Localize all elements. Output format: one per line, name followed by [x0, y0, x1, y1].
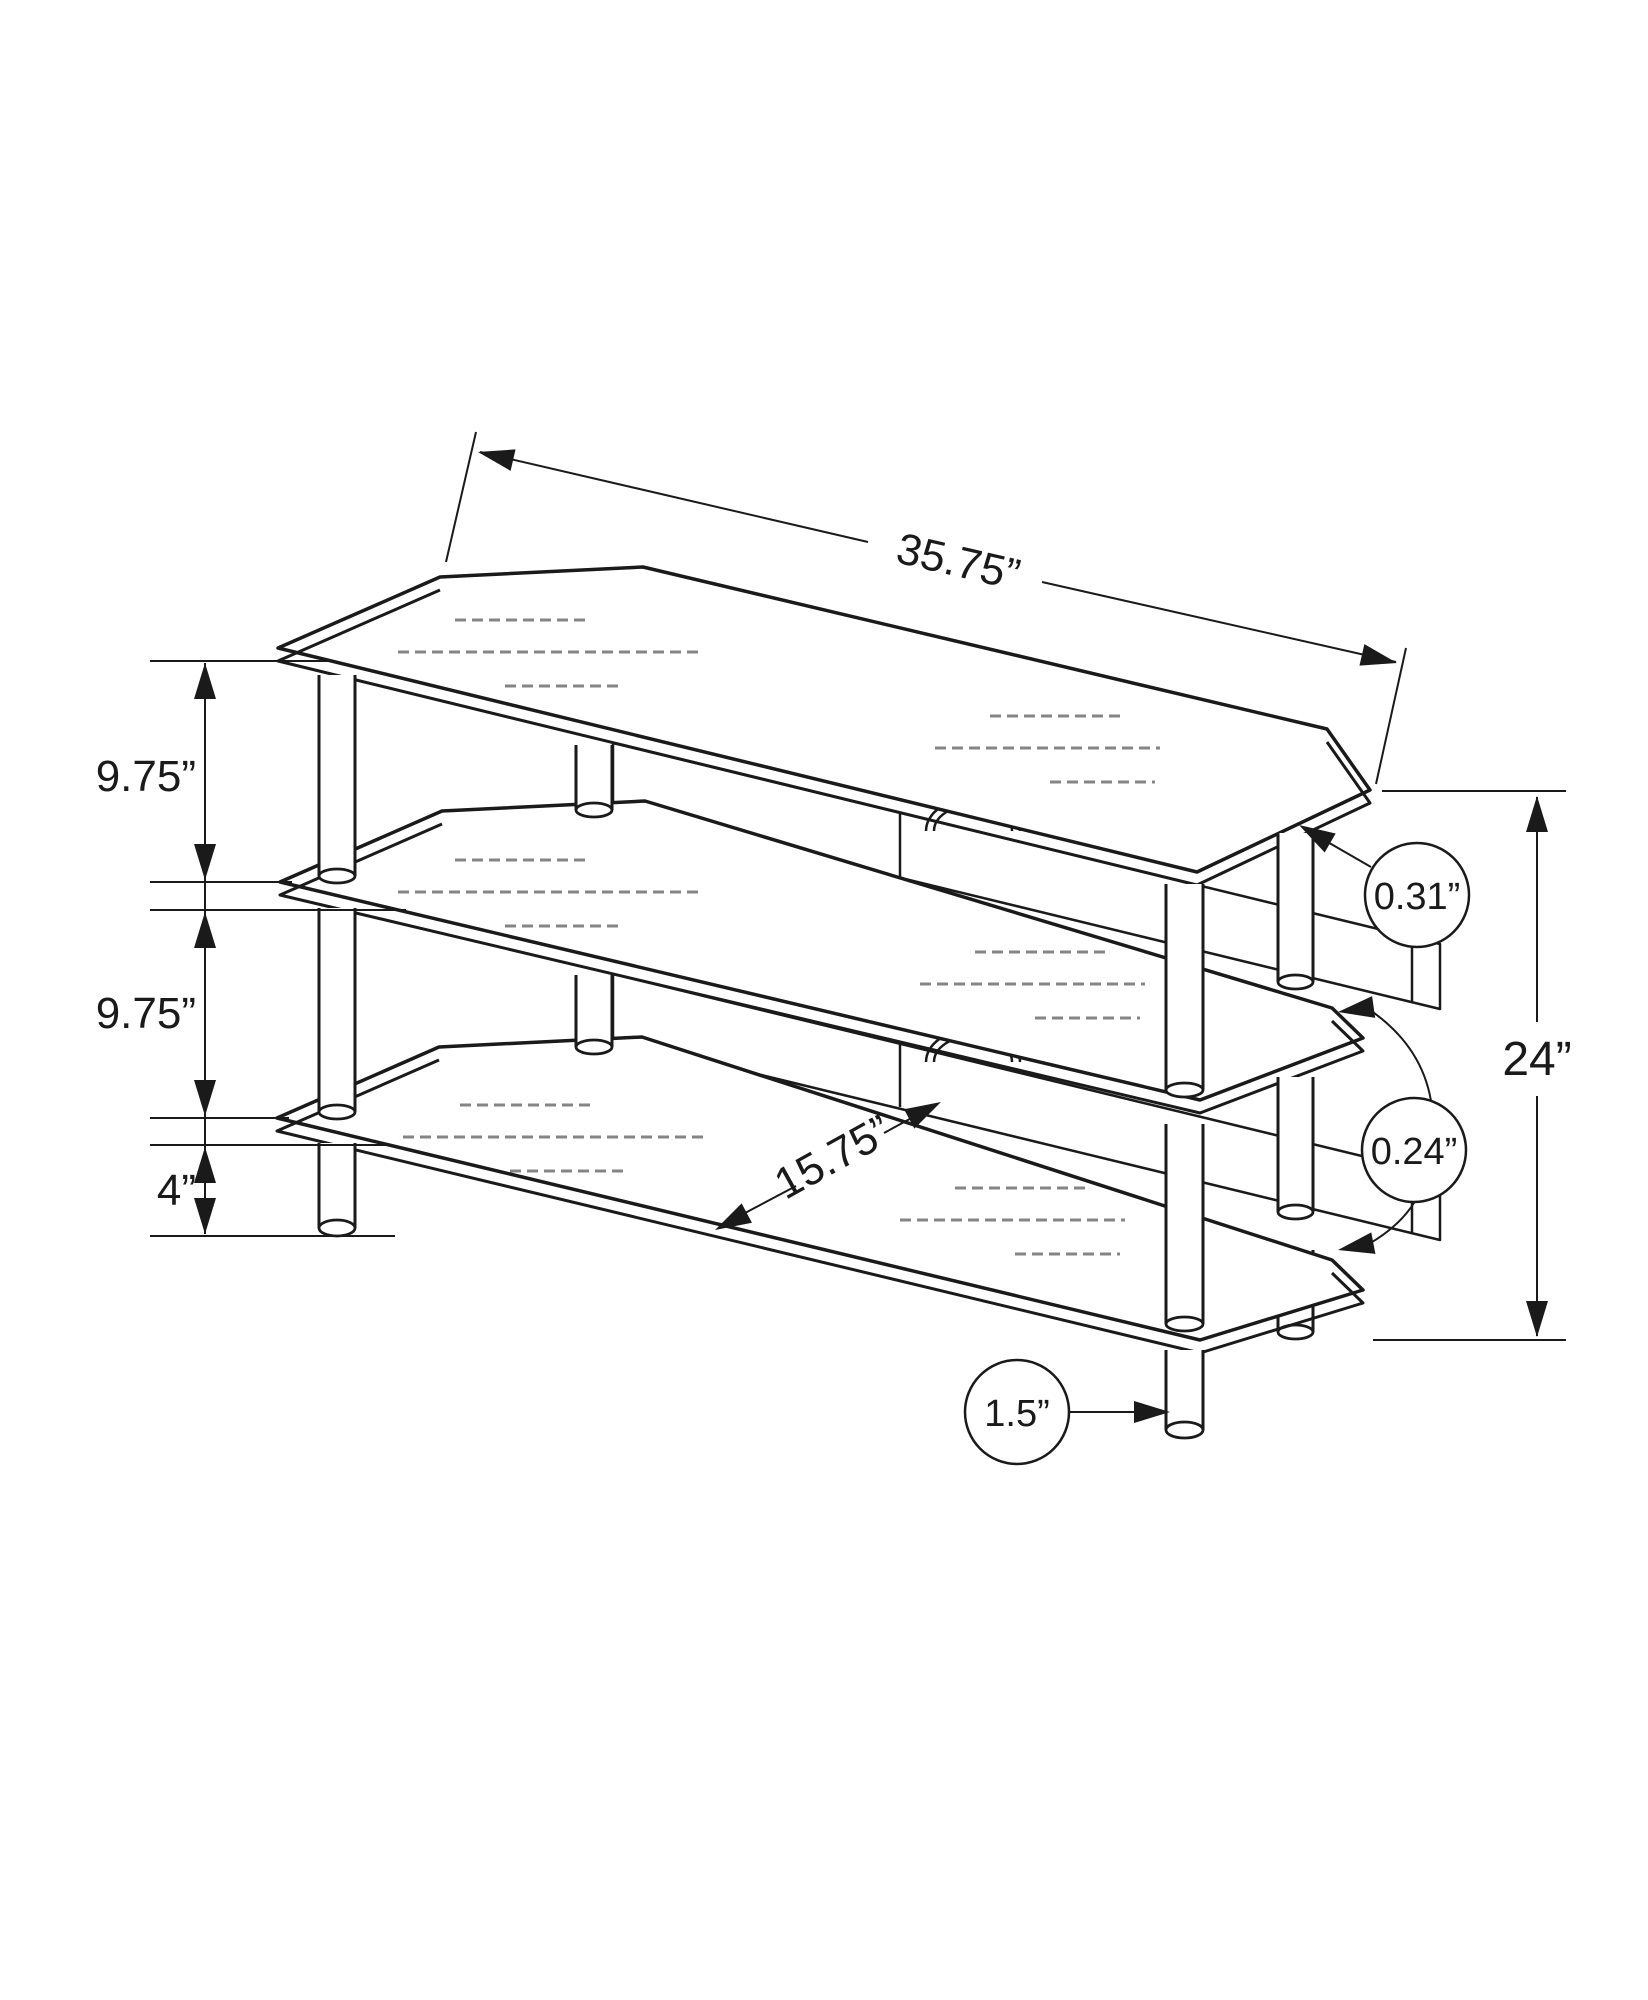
dim-height: 24” [1373, 790, 1572, 1341]
callout-shelf-thickness: 0.24” [1338, 996, 1468, 1254]
dim-left-chain: 9.75” 9.75” 4” [96, 660, 406, 1237]
dim-gap-top-label: 9.75” [96, 752, 196, 801]
callout-leg-diameter-label: 1.5” [984, 1393, 1049, 1435]
leg-right-back [1276, 833, 1315, 1221]
dim-gap-bottom-label: 9.75” [96, 989, 196, 1038]
leg-right-front [1164, 884, 1205, 1440]
callout-top-thickness-label: 0.31” [1374, 876, 1461, 918]
callout-top-thickness: 0.31” [1299, 825, 1471, 949]
dim-height-label: 24” [1502, 1033, 1571, 1086]
callout-leg-diameter: 1.5” [963, 1358, 1170, 1466]
callout-shelf-thickness-label: 0.24” [1371, 1131, 1458, 1173]
dim-ground-clearance-label: 4” [157, 1166, 196, 1215]
leg-left-front [317, 675, 357, 1238]
leg-left-back [574, 745, 614, 1056]
dim-width-label: 35.75” [892, 524, 1025, 600]
grain-marks [398, 618, 1160, 1256]
